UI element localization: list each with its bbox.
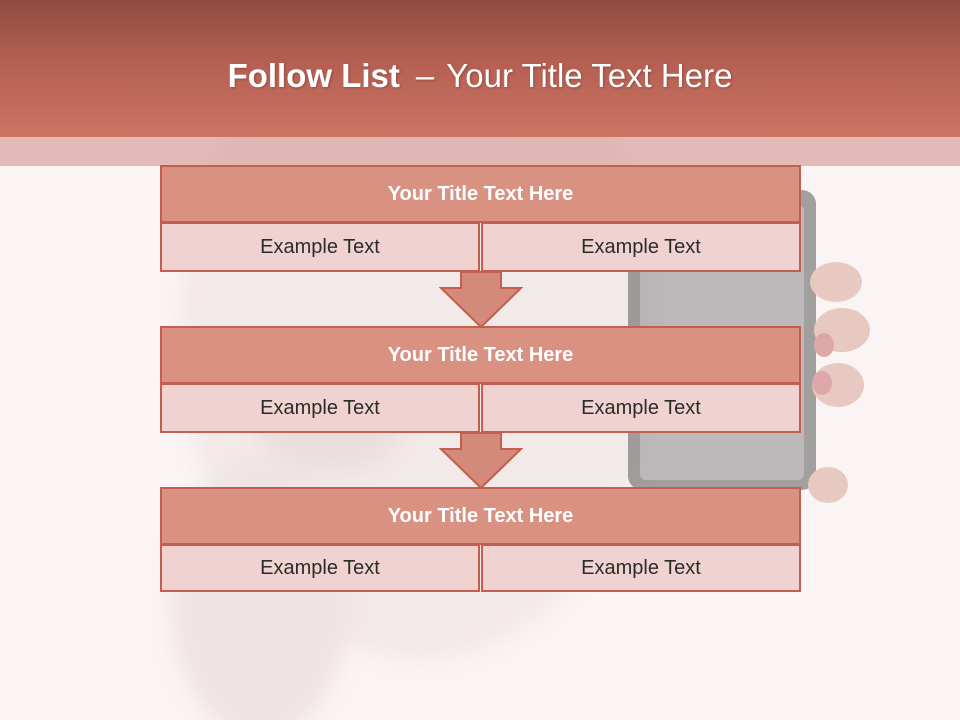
header-strip (0, 137, 960, 166)
step-cell-left: Example Text (160, 544, 480, 592)
step-cell-left: Example Text (160, 383, 480, 433)
step-cell-left: Example Text (160, 222, 480, 272)
step-title: Your Title Text Here (160, 487, 801, 545)
down-arrow-icon (438, 432, 524, 490)
step-cell-right: Example Text (481, 222, 801, 272)
header-band (0, 0, 960, 137)
step-block-1: Your Title Text Here Example Text Exampl… (160, 165, 801, 272)
down-arrow-icon (438, 271, 524, 329)
step-title: Your Title Text Here (160, 326, 801, 384)
step-cell-right: Example Text (481, 383, 801, 433)
step-block-2: Your Title Text Here Example Text Exampl… (160, 326, 801, 433)
slide-title: Follow List–Your Title Text Here (0, 52, 960, 100)
slide-title-main: Follow List (227, 57, 400, 94)
slide-title-sub: Your Title Text Here (446, 57, 733, 94)
step-title: Your Title Text Here (160, 165, 801, 223)
slide-title-separator: – (415, 57, 435, 94)
step-cell-right: Example Text (481, 544, 801, 592)
step-block-3: Your Title Text Here Example Text Exampl… (160, 487, 801, 592)
